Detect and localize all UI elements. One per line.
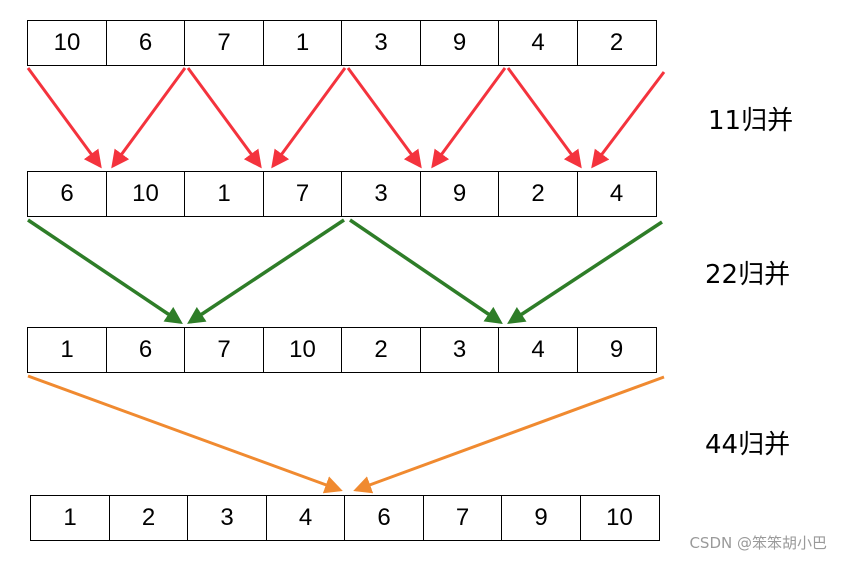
- array-cell: 1: [30, 495, 110, 541]
- array-cell: 4: [576, 171, 657, 217]
- array-cell: 4: [498, 327, 578, 373]
- arrow: [349, 218, 503, 324]
- arrow: [591, 71, 666, 169]
- stage-label-2-2-merge: 22归并: [705, 260, 791, 290]
- array-cell: 3: [187, 495, 267, 541]
- array-cell: 3: [419, 327, 500, 373]
- array-cell: 10: [579, 495, 660, 541]
- array-row-initial: 10 6 7 1 3 9 4 2: [27, 20, 657, 66]
- arrow: [346, 67, 422, 169]
- array-cell: 7: [184, 20, 264, 66]
- arrow: [431, 67, 507, 169]
- array-cell: 9: [419, 171, 500, 217]
- array-cell: 2: [576, 20, 657, 66]
- array-cell: 7: [422, 495, 503, 541]
- array-row-after-1-1-merge: 6 10 1 7 3 9 2 4: [27, 171, 657, 217]
- array-cell: 2: [341, 327, 421, 373]
- array-cell: 3: [341, 171, 421, 217]
- array-cell: 6: [27, 171, 107, 217]
- array-cell: 1: [27, 327, 107, 373]
- array-cell: 9: [419, 20, 500, 66]
- arrow: [353, 375, 665, 494]
- array-row-after-2-2-merge: 1 6 7 10 2 3 4 9: [27, 327, 657, 373]
- stage-label-4-4-merge: 44归并: [705, 430, 791, 460]
- array-cell: 4: [265, 495, 346, 541]
- array-cell: 6: [105, 20, 186, 66]
- array-cell: 10: [105, 171, 186, 217]
- array-cell: 3: [341, 20, 421, 66]
- arrow: [111, 67, 187, 169]
- array-cell: 1: [184, 171, 264, 217]
- stage1-arrows: [26, 67, 666, 169]
- array-cell: 9: [501, 495, 581, 541]
- arrow: [186, 67, 262, 169]
- array-cell: 4: [498, 20, 578, 66]
- arrow: [271, 67, 347, 169]
- arrow: [26, 67, 102, 169]
- array-cell: 7: [262, 171, 343, 217]
- arrow: [507, 220, 663, 324]
- stage2-arrows: [27, 218, 663, 324]
- arrow: [27, 218, 183, 324]
- array-cell: 10: [262, 327, 343, 373]
- arrow: [506, 67, 582, 169]
- stage3-arrows: [27, 374, 665, 494]
- array-cell: 10: [27, 20, 107, 66]
- array-cell: 1: [262, 20, 343, 66]
- arrow: [27, 374, 343, 494]
- array-cell: 6: [105, 327, 186, 373]
- array-cell: 2: [108, 495, 189, 541]
- array-cell: 2: [498, 171, 578, 217]
- array-cell: 7: [184, 327, 264, 373]
- watermark: CSDN @笨笨胡小巴: [689, 534, 827, 552]
- stage-label-1-1-merge: 11归并: [708, 106, 794, 136]
- array-row-sorted: 1 2 3 4 6 7 9 10: [30, 495, 660, 541]
- array-cell: 6: [344, 495, 424, 541]
- arrow: [187, 218, 345, 324]
- array-cell: 9: [576, 327, 657, 373]
